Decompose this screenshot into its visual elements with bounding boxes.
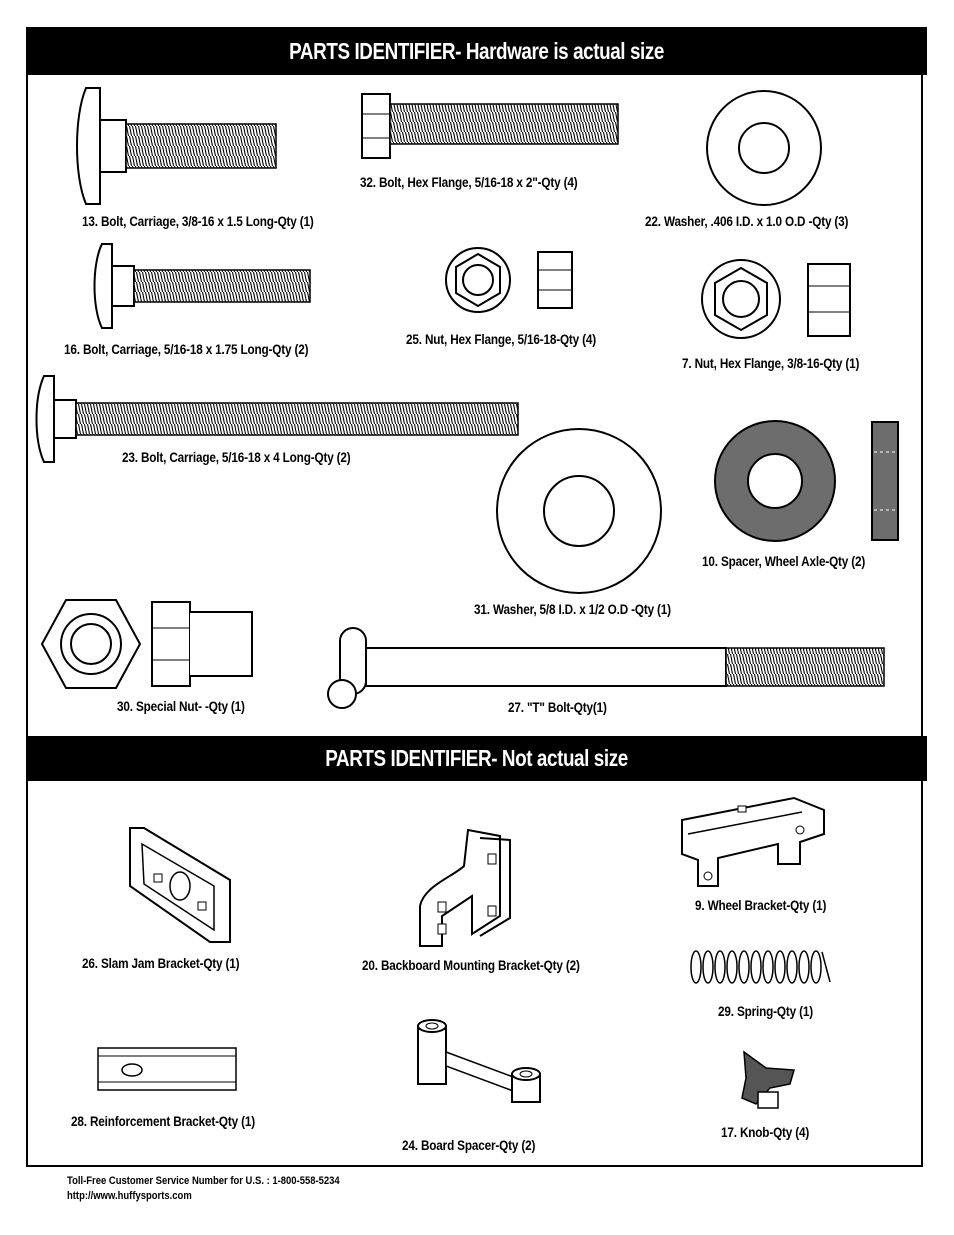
part-28-label: 28. Reinforcement Bracket-Qty (1) bbox=[71, 1113, 255, 1129]
hardware-section-header: PARTS IDENTIFIER- Hardware is actual siz… bbox=[26, 27, 927, 75]
part-23-label: 23. Bolt, Carriage, 5/16-18 x 4 Long-Qty… bbox=[122, 449, 351, 465]
reinforcement-bracket-28-image bbox=[97, 1047, 237, 1091]
part-13-label: 13. Bolt, Carriage, 3/8-16 x 1.5 Long-Qt… bbox=[82, 213, 314, 229]
part-17-label: 17. Knob-Qty (4) bbox=[721, 1124, 810, 1140]
part-24-label: 24. Board Spacer-Qty (2) bbox=[402, 1137, 536, 1153]
part-29-label: 29. Spring-Qty (1) bbox=[718, 1003, 813, 1019]
part-32-label: 32. Bolt, Hex Flange, 5/16-18 x 2"-Qty (… bbox=[360, 174, 578, 190]
t-bolt-27-image bbox=[327, 627, 885, 709]
part-31-label: 31. Washer, 5/8 I.D. x 1/2 O.D -Qty (1) bbox=[474, 601, 671, 617]
website-url[interactable]: http://www.huffysports.com bbox=[67, 1190, 192, 1202]
hex-flange-nut-25-image bbox=[445, 247, 573, 313]
part-26-label: 26. Slam Jam Bracket-Qty (1) bbox=[82, 955, 240, 971]
washer-31-image bbox=[496, 428, 662, 594]
special-nut-30-image bbox=[40, 599, 253, 689]
slam-jam-bracket-26-image bbox=[129, 827, 231, 943]
hex-flange-bolt-32-image bbox=[361, 93, 619, 159]
hex-flange-nut-7-image bbox=[701, 259, 851, 339]
spacer-10-image bbox=[714, 420, 899, 542]
backboard-mounting-bracket-20-image bbox=[419, 828, 511, 947]
spring-29-image bbox=[690, 950, 831, 984]
part-27-label: 27. "T" Bolt-Qty(1) bbox=[508, 699, 607, 715]
part-7-label: 7. Nut, Hex Flange, 3/8-16-Qty (1) bbox=[682, 355, 860, 371]
board-spacer-24-image bbox=[417, 1019, 541, 1103]
part-10-label: 10. Spacer, Wheel Axle-Qty (2) bbox=[702, 553, 866, 569]
part-16-label: 16. Bolt, Carriage, 5/16-18 x 1.75 Long-… bbox=[64, 341, 309, 357]
part-25-label: 25. Nut, Hex Flange, 5/16-18-Qty (4) bbox=[406, 331, 597, 347]
part-20-label: 20. Backboard Mounting Bracket-Qty (2) bbox=[362, 957, 580, 973]
customer-service-phone: Toll-Free Customer Service Number for U.… bbox=[67, 1175, 340, 1187]
part-9-label: 9. Wheel Bracket-Qty (1) bbox=[695, 897, 827, 913]
other-parts-section-header: PARTS IDENTIFIER- Not actual size bbox=[26, 736, 927, 781]
carriage-bolt-16-image bbox=[93, 243, 311, 329]
knob-17-image bbox=[741, 1050, 795, 1109]
washer-22-image bbox=[706, 90, 822, 206]
carriage-bolt-13-image bbox=[76, 87, 277, 205]
part-22-label: 22. Washer, .406 I.D. x 1.0 O.D -Qty (3) bbox=[645, 213, 849, 229]
wheel-bracket-9-image bbox=[681, 796, 825, 887]
part-30-label: 30. Special Nut- -Qty (1) bbox=[117, 698, 245, 714]
carriage-bolt-23-image bbox=[35, 375, 519, 463]
